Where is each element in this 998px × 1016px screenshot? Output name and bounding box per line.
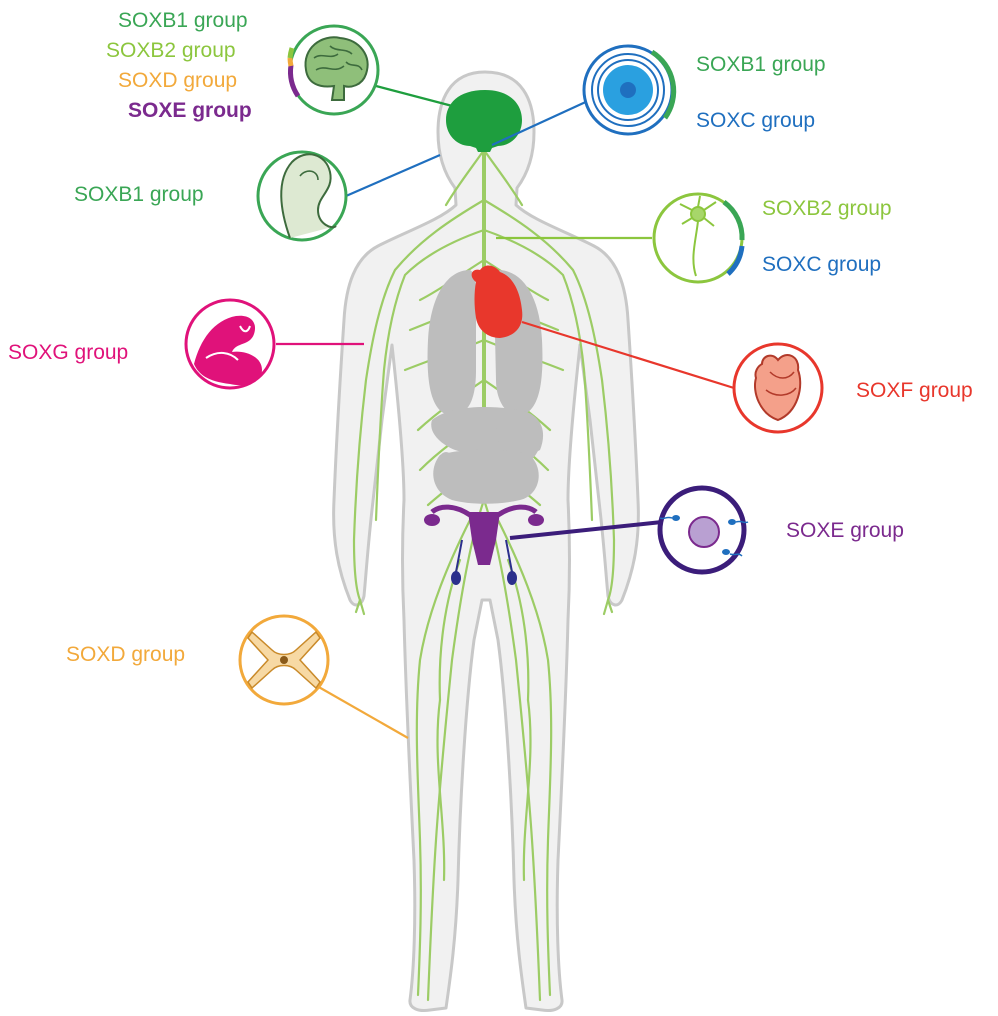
heart-callout [734,344,822,432]
brain-label-soxb2: SOXB2 group [106,38,236,64]
ear-callout [258,152,346,240]
synapse-connector [310,682,408,738]
eye-label-soxc: SOXC group [696,108,815,134]
right-kidney [514,452,534,488]
ear-label-soxb1: SOXB1 group [74,182,204,208]
oocyte-callout [660,488,748,572]
synapse-callout [240,616,328,704]
neuron-label-soxb2: SOXB2 group [762,196,892,222]
brain-label-soxb1: SOXB1 group [118,8,248,34]
eye-lens-icon [592,54,664,126]
oocyte-label-soxe: SOXE group [786,518,904,544]
heart-label-soxf: SOXF group [856,378,973,404]
eye-callout [584,46,674,134]
ear-connector [346,155,440,196]
eye-label-soxb1: SOXB1 group [696,52,826,78]
brain-callout [290,26,378,114]
synapse-label-soxd: SOXD group [66,642,185,668]
neuron-label-soxc: SOXC group [762,252,881,278]
left-kidney [436,452,456,488]
brain-label-soxd: SOXD group [118,68,237,94]
brain-label-soxe: SOXE group [128,98,252,124]
muscle-callout [186,300,274,388]
muscle-label-soxg: SOXG group [8,340,128,366]
neuron-callout [654,194,742,282]
